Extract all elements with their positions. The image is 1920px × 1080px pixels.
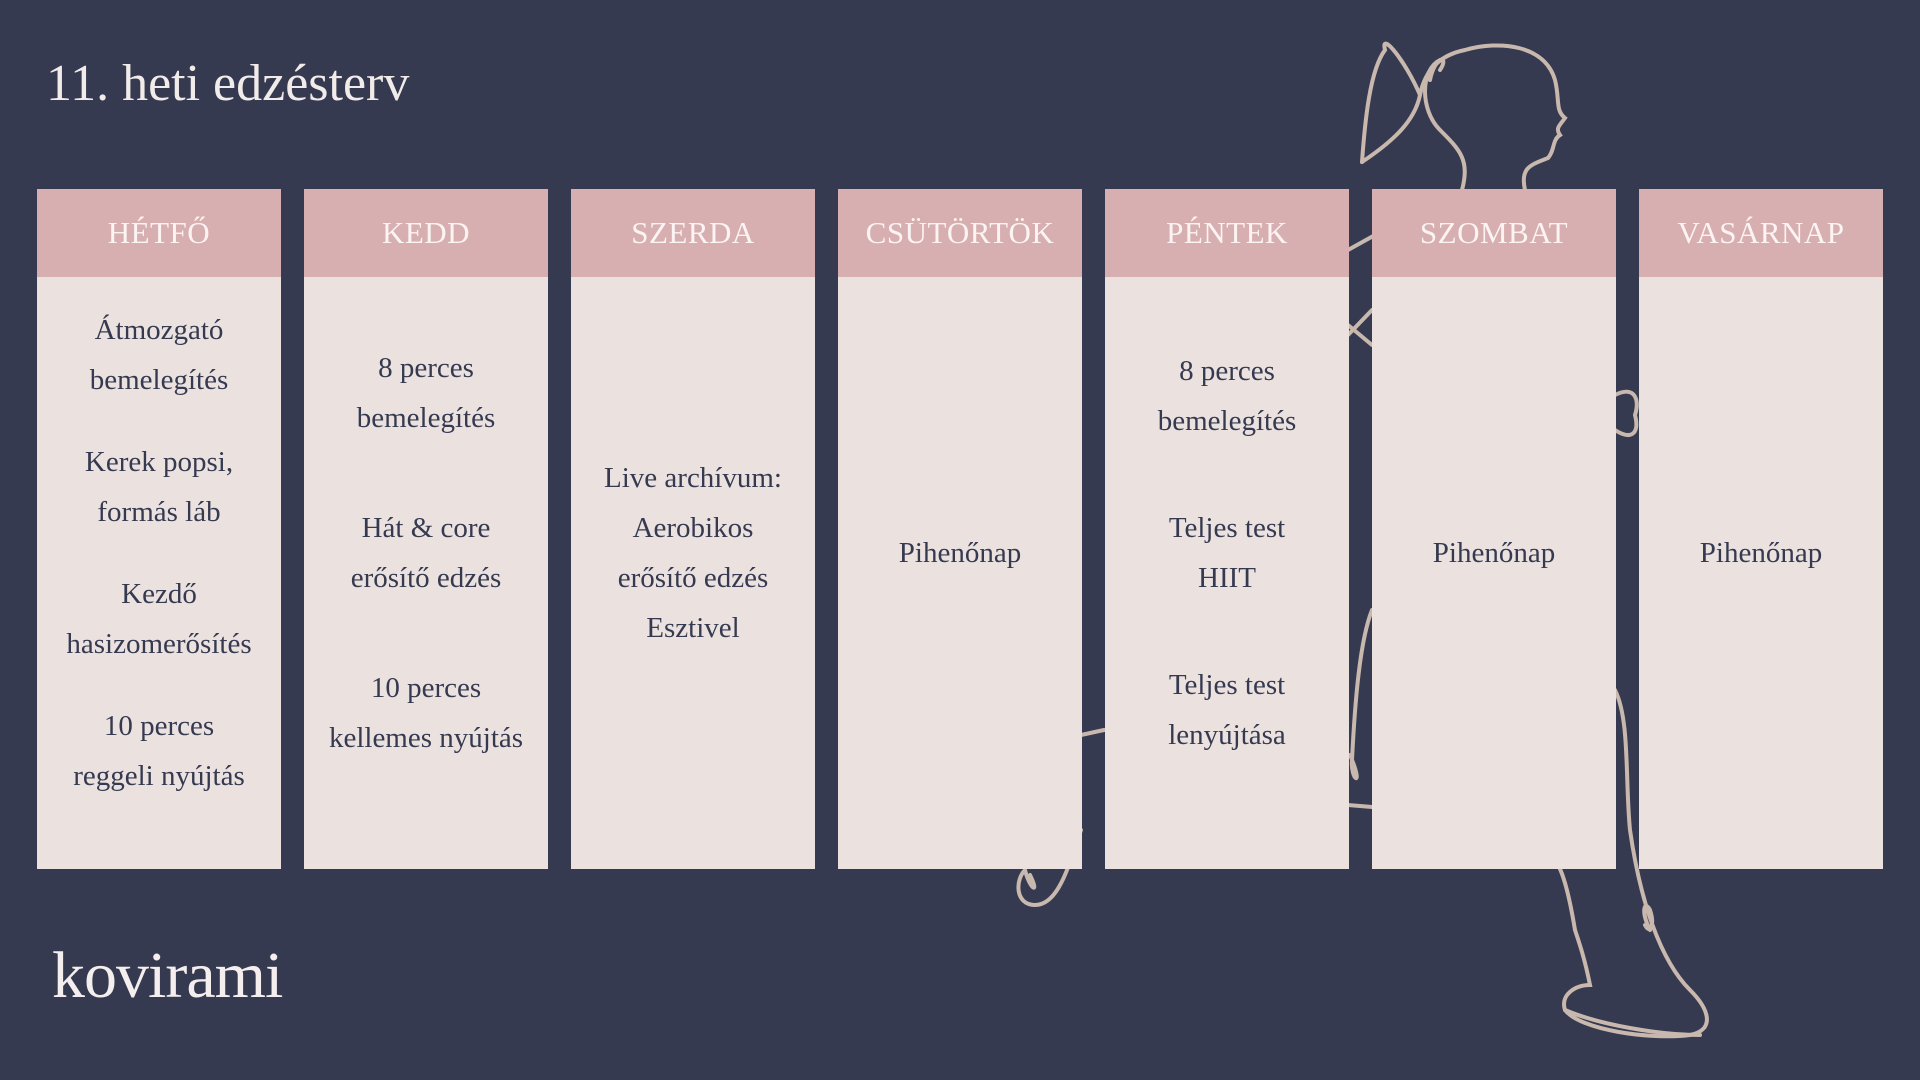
workout-item: Kezdő hasizomerősítés [66,578,252,660]
workout-item: Pihenőnap [898,537,1022,569]
workout-item: Kerek popsi, formás láb [84,446,234,528]
day-column-monday: HÉTFŐ Átmozgató bemelegítés Kerek popsi,… [37,189,281,869]
day-column-friday: PÉNTEK 8 perces bemelegítés Teljes test … [1105,189,1349,869]
workout-item: Átmozgató bemelegítés [89,314,229,396]
workout-item: Hát & core erősítő edzés [350,512,502,594]
workout-item: 8 perces bemelegítés [356,352,496,434]
day-header: SZERDA [571,189,815,277]
workout-item: Teljes test lenyújtása [1168,669,1286,751]
workout-item: Teljes test HIIT [1168,512,1286,594]
day-header: HÉTFŐ [37,189,281,277]
workout-item: Pihenőnap [1432,537,1556,569]
day-column-saturday: SZOMBAT Pihenőnap [1372,189,1616,869]
page-title: 11. heti edzésterv [46,55,410,112]
workout-item: 8 perces bemelegítés [1157,355,1297,437]
weekly-plan: HÉTFŐ Átmozgató bemelegítés Kerek popsi,… [37,189,1883,869]
day-header: VASÁRNAP [1639,189,1883,277]
day-column-tuesday: KEDD 8 perces bemelegítés Hát & core erő… [304,189,548,869]
day-header: SZOMBAT [1372,189,1616,277]
workout-item: Pihenőnap [1699,537,1823,569]
day-header: KEDD [304,189,548,277]
day-column-thursday: CSÜTÖRTÖK Pihenőnap [838,189,1082,869]
day-column-wednesday: SZERDA Live archívum: Aerobikos erősítő … [571,189,815,869]
day-header: PÉNTEK [1105,189,1349,277]
day-header: CSÜTÖRTÖK [838,189,1082,277]
workout-item: Live archívum: Aerobikos erősítő edzés E… [604,462,782,644]
workout-item: 10 perces kellemes nyújtás [328,672,524,754]
workout-item: 10 perces reggeli nyújtás [73,710,245,792]
day-column-sunday: VASÁRNAP Pihenőnap [1639,189,1883,869]
brand-logo: kovirami [52,939,283,1012]
